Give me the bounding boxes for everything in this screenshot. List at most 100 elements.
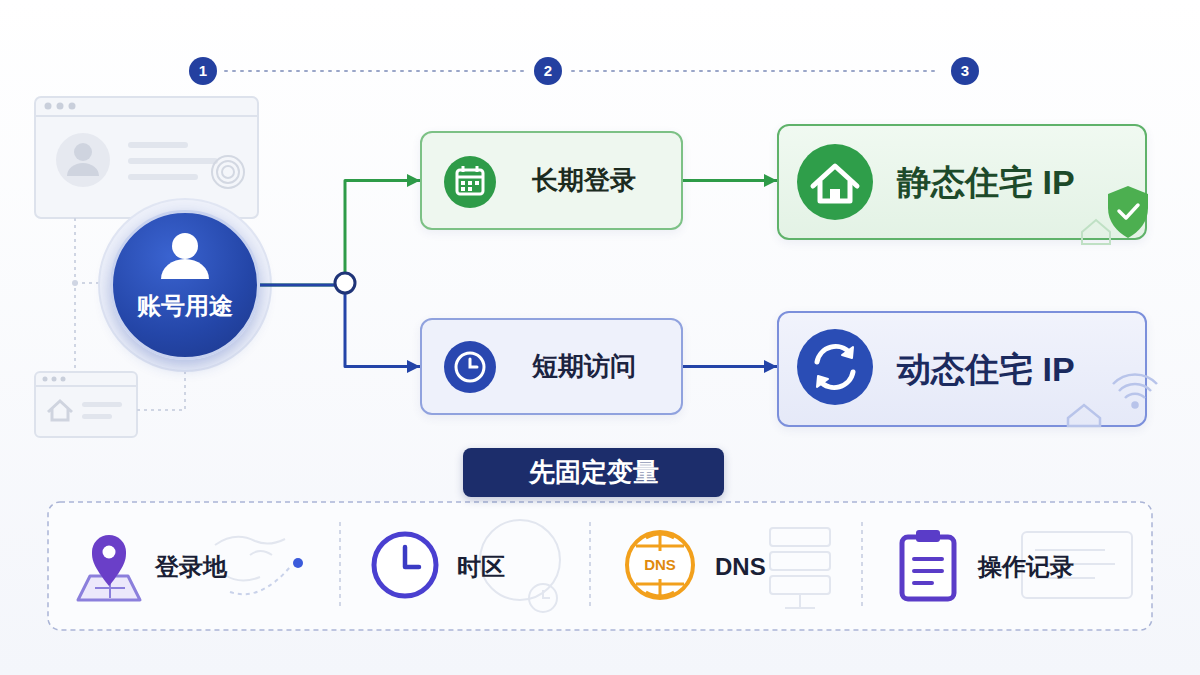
browser-window-illustration-part (35, 97, 258, 218)
browser-window-illustration-part (43, 377, 48, 382)
browser-window-illustration-part (57, 103, 64, 110)
refresh-icon-part (817, 346, 850, 362)
timezone-clock-icon-part (374, 534, 436, 596)
browser-window-illustration-part (217, 161, 239, 183)
browser-window-illustration-part (212, 156, 244, 188)
step-track-part (225, 70, 525, 72)
browser-window-illustration-part (74, 218, 76, 372)
person-icon-part (172, 233, 198, 259)
node-text: 账号用途 (137, 292, 233, 321)
browser-window-illustration-part (61, 377, 66, 382)
person-icon (161, 233, 209, 279)
faint-backdrops-part (529, 584, 557, 612)
browser-window-illustration-part (82, 414, 112, 419)
clipboard-icon-part (914, 559, 942, 583)
wifi-house-icon-part (1068, 405, 1100, 426)
calendar-icon-part (468, 187, 472, 191)
callout-number: 2 (544, 62, 552, 80)
browser-window-illustration-part (52, 377, 57, 382)
calendar-icon-part (462, 166, 465, 172)
shield-check-icon-part (1119, 205, 1138, 218)
section-banner: 先固定变量 (463, 448, 724, 497)
process-box: 短期访问 (420, 318, 683, 415)
process-box: 长期登录 (420, 131, 683, 230)
faint-backdrops-part (230, 567, 290, 594)
faint-backdrops-part (543, 590, 550, 598)
house-icon-part (830, 189, 840, 201)
result-box: 静态住宅 IP (777, 124, 1147, 240)
step-track (189, 57, 979, 85)
section-divider-part (48, 502, 1152, 630)
faint-backdrops (215, 520, 1132, 612)
calendar-icon-part (476, 166, 479, 172)
calendar-icon-part (475, 181, 479, 185)
person-icon-part (161, 259, 209, 279)
browser-window-illustration-part (128, 174, 198, 180)
house-icon-part (820, 181, 850, 201)
shield-check-icon-part (1082, 220, 1110, 244)
dns-globe-icon-part (636, 579, 684, 597)
dns-globe-icon (627, 532, 693, 598)
browser-window-illustration-part (82, 402, 122, 407)
wifi-house-icon-part (1113, 374, 1157, 398)
node-text: 长期登录 (532, 165, 636, 196)
result-box: 动态住宅 IP (777, 311, 1147, 427)
browser-window-illustration-part (35, 115, 258, 117)
house-icon-part (797, 144, 873, 220)
house-icon-part (813, 166, 857, 186)
refresh-icon-part (842, 347, 853, 358)
browser-window-illustration-part (74, 143, 92, 161)
browser-window-illustration-part (45, 103, 52, 110)
browser-window-illustration-part (35, 385, 137, 387)
dns-globe-icon-part (636, 533, 684, 551)
browser-window-illustration-part (128, 158, 218, 164)
clock-icon-part (456, 353, 484, 381)
wifi-house-icon-part (1133, 403, 1138, 408)
clipboard-icon (902, 530, 954, 599)
browser-window-illustration-part (212, 156, 244, 188)
calendar-icon-part (461, 187, 465, 191)
map-pin-icon-part (95, 578, 125, 598)
shield-check-icon-part (1108, 186, 1148, 238)
branch-junction (335, 273, 355, 293)
timezone-clock-icon (374, 534, 436, 596)
browser-window-illustration-part (48, 401, 72, 420)
map-pin-icon (78, 535, 303, 600)
step-track-part (951, 57, 979, 85)
browser-window-illustration-part (69, 103, 76, 110)
calendar-icon-part (457, 170, 483, 194)
calendar-icon (444, 156, 496, 208)
map-pin-icon-part (78, 576, 140, 600)
faint-backdrops-part (770, 528, 830, 546)
faint-backdrops-part (770, 576, 830, 594)
browser-window-illustration-part (35, 372, 137, 437)
clock-icon-part (444, 341, 496, 393)
clipboard-icon-part (902, 537, 954, 599)
connector-arrow (260, 181, 420, 286)
step-track-part (189, 57, 217, 85)
step-track-part (572, 70, 940, 72)
calendar-icon-part (461, 181, 479, 191)
node-text: 动态住宅 IP (897, 349, 1075, 390)
step-track-part (534, 57, 562, 85)
section-divider-part (339, 522, 341, 610)
hub-halo-part (99, 199, 271, 371)
refresh-icon-part (817, 376, 828, 387)
clock-icon-part (470, 359, 477, 367)
browser-window-illustration-part (128, 142, 188, 148)
connector-arrow (683, 365, 777, 368)
refresh-icon-part (820, 372, 853, 388)
browser-window-illustration-part (56, 133, 110, 187)
hub-circle: 账号用途 (110, 210, 260, 360)
variable-label: 登录地 (155, 553, 227, 582)
faint-backdrops-part (770, 552, 830, 570)
calendar-icon-part (468, 181, 472, 185)
icon-text: DNS (642, 556, 678, 574)
variable-label: DNS (715, 553, 766, 582)
refresh-icon (797, 329, 873, 405)
dns-globe-icon-part (627, 532, 693, 598)
wifi-house-icon (1068, 374, 1157, 426)
section-divider-part (732, 471, 1140, 473)
callout-number: 3 (961, 62, 969, 80)
